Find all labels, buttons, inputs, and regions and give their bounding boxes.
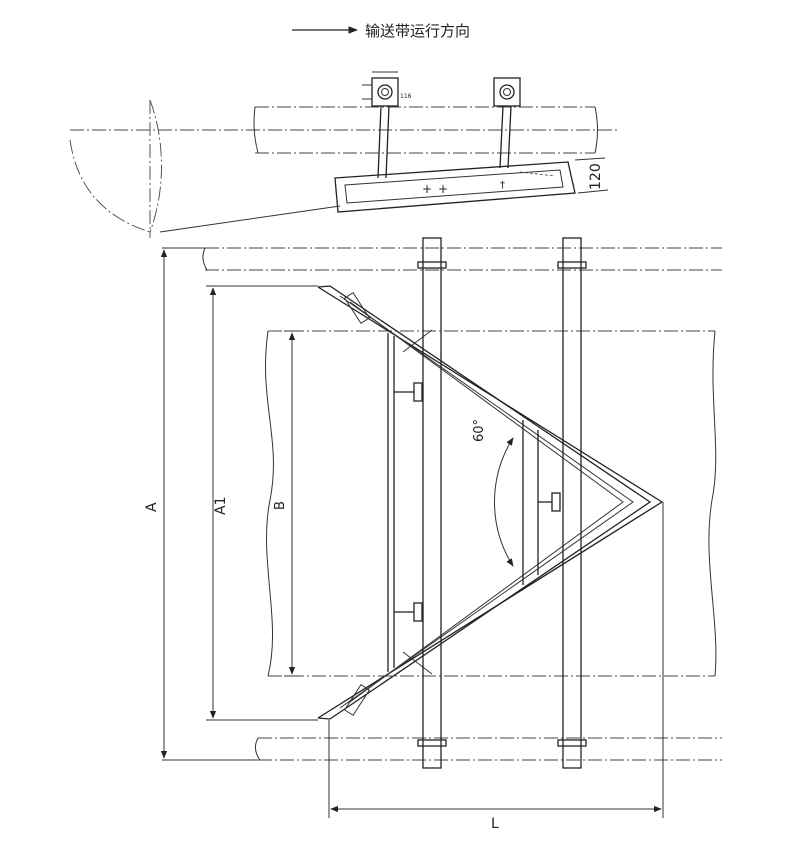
- dim-120-label: 120: [588, 163, 604, 190]
- post-left: [417, 237, 447, 769]
- clamp-1: [394, 382, 423, 402]
- plough-blade-hidden: [519, 171, 556, 177]
- mark-plus-1: +: [422, 182, 432, 196]
- mark-plus-2: +: [438, 182, 448, 196]
- dim-120-line: [574, 157, 606, 161]
- dim-120-line-b: [577, 189, 609, 194]
- support-right: [493, 77, 521, 169]
- rail-bottom-break: [254, 737, 261, 761]
- direction-indicator: 输送带运行方向: [292, 22, 470, 40]
- drum-outline: [149, 99, 162, 233]
- plough-blade-inner: [344, 169, 564, 204]
- plan-view: 60°: [202, 237, 722, 769]
- belt-right-wave: [708, 330, 717, 677]
- direction-label: 输送带运行方向: [365, 22, 470, 40]
- clamp-2: [394, 602, 423, 622]
- angle-label: 60°: [472, 419, 487, 442]
- mark-t: †: [500, 180, 505, 191]
- dim-B-label: B: [273, 501, 288, 510]
- side-view: + + † 120 116: [69, 71, 620, 238]
- drum-outline-left: [69, 139, 151, 233]
- dim-L-label: L: [491, 816, 499, 832]
- dimension-B: B: [273, 330, 300, 677]
- belt-left-break: [253, 106, 259, 154]
- clamp-3: [538, 492, 561, 512]
- dimension-L: L: [328, 502, 664, 832]
- angle-arc: [494, 437, 514, 567]
- support-left: 116: [362, 71, 412, 179]
- v-plough: [317, 285, 664, 720]
- dim-A1-label: A1: [213, 497, 229, 515]
- belt-left-wave: [265, 330, 274, 677]
- post-right: [557, 237, 587, 769]
- belt-right-break: [594, 106, 598, 154]
- blade-taper: [159, 205, 341, 233]
- plough-blade-side: [334, 161, 576, 213]
- rail-top-break: [202, 247, 208, 271]
- dimension-A: A: [144, 247, 258, 761]
- dim-A-label: A: [144, 502, 160, 512]
- dimension-A1: A1: [206, 285, 318, 721]
- dim-116-label: 116: [400, 93, 412, 100]
